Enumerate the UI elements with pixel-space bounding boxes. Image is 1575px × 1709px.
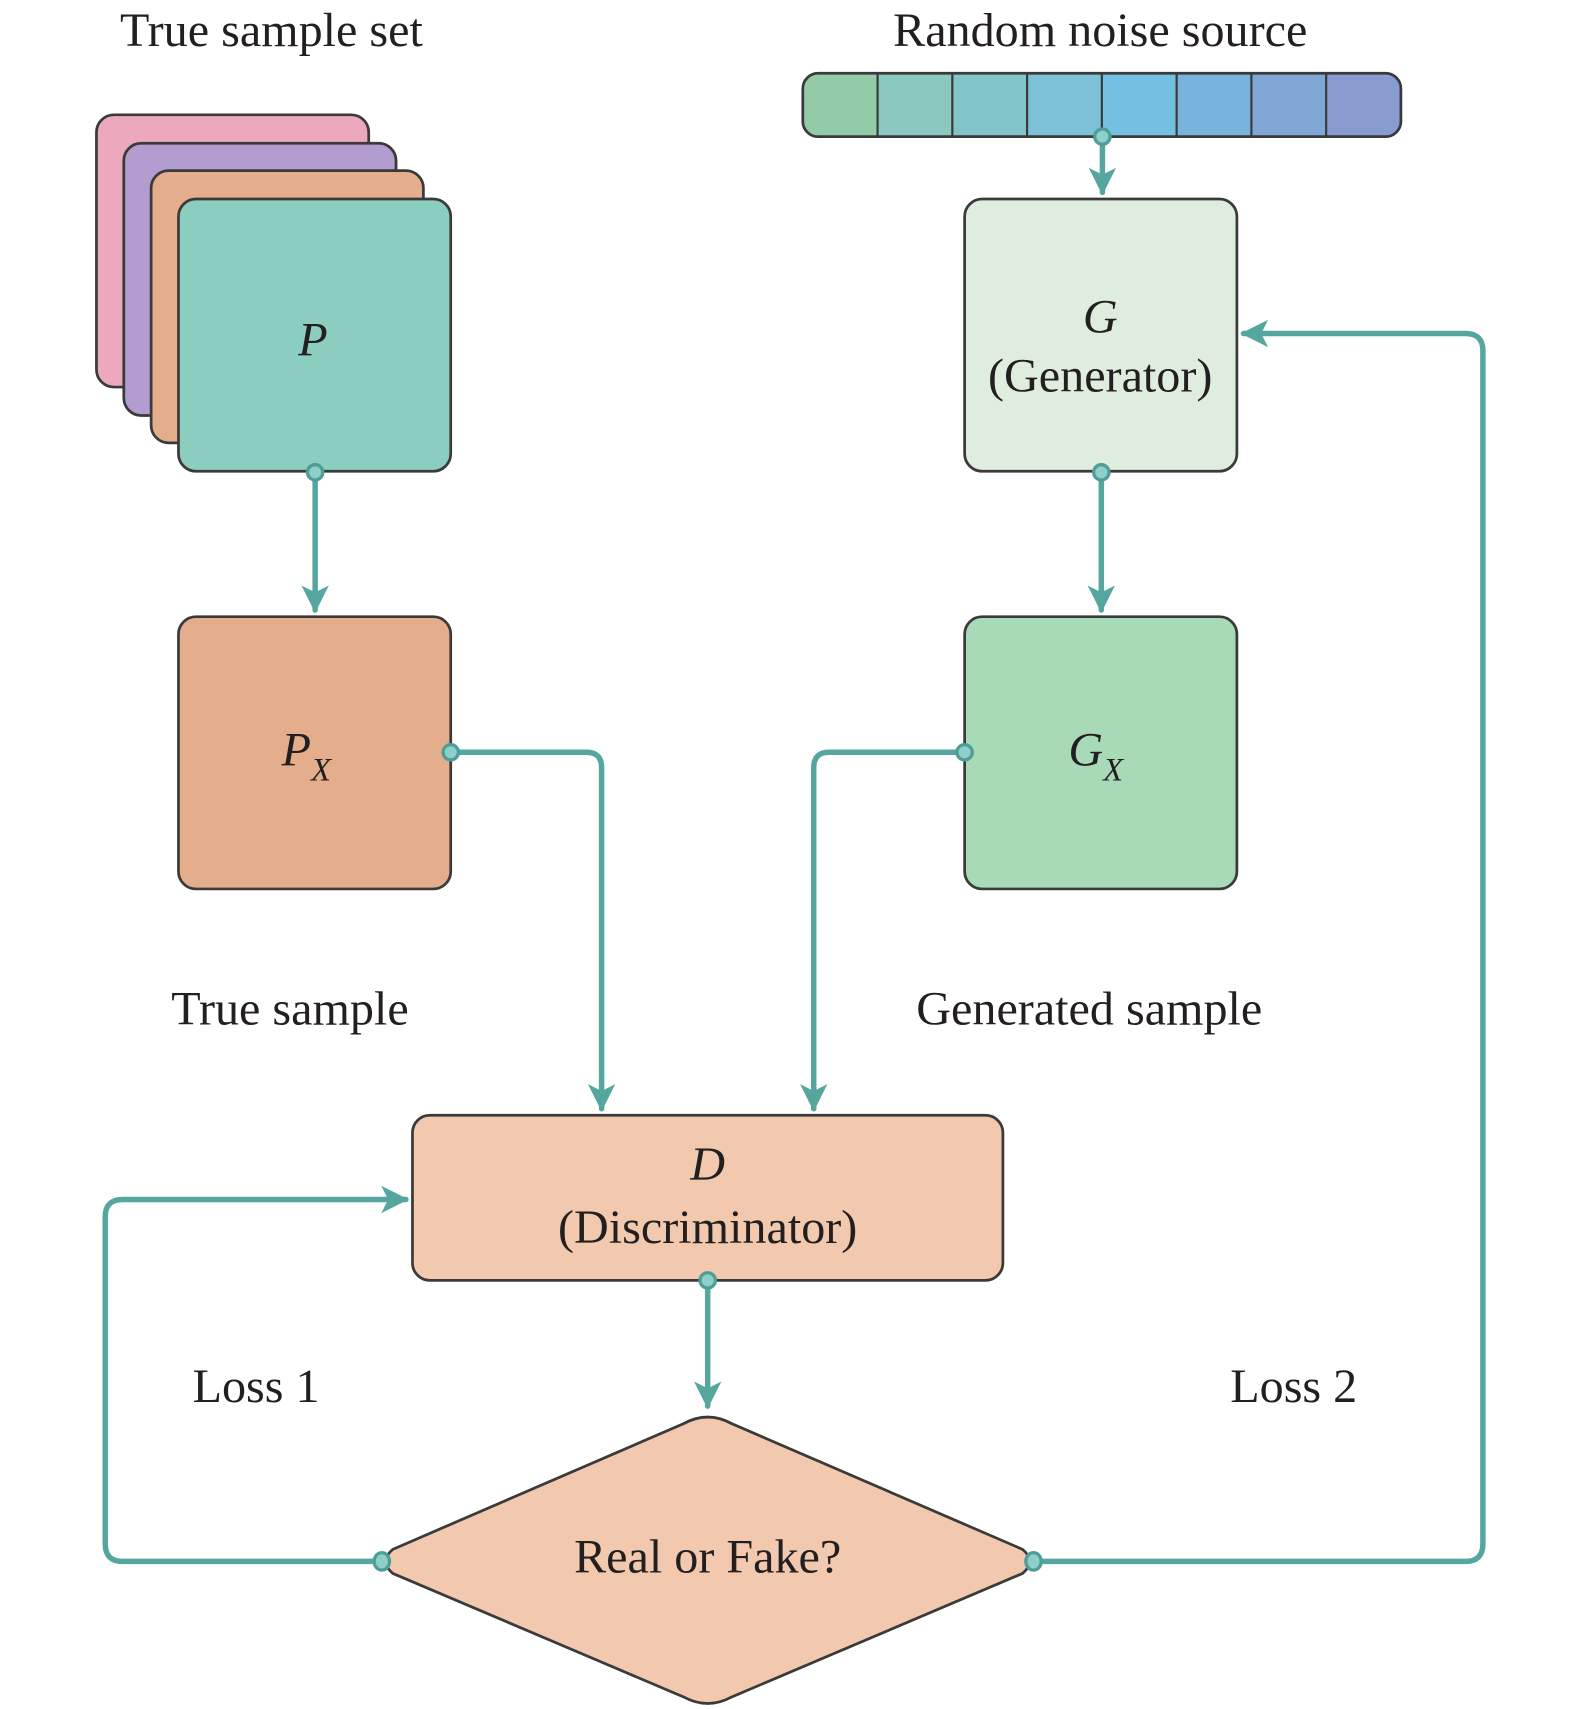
p-symbol: P <box>297 313 327 366</box>
decision-diamond: Real or Fake? <box>384 1415 1032 1705</box>
noise-cell <box>802 73 879 137</box>
noise-cell <box>1101 73 1178 137</box>
g-out-port <box>1092 463 1111 482</box>
decision-text: Real or Fake? <box>574 1530 841 1583</box>
gx-to-d-arrow <box>800 749 968 1112</box>
connectors <box>102 133 1486 1565</box>
noise-cell <box>952 73 1028 137</box>
g-symbol: G <box>1083 290 1118 343</box>
noise-cell <box>1251 73 1327 137</box>
p-out-port <box>305 463 325 482</box>
px-label: PX <box>281 723 333 788</box>
noise-cell <box>1027 73 1103 137</box>
discriminator-name: (Discriminator) <box>558 1201 857 1254</box>
decision-left-port <box>372 1551 392 1572</box>
px-out-port <box>441 742 461 762</box>
noise-cell <box>1326 73 1401 137</box>
gx-out-port <box>955 742 974 762</box>
decision-right-port <box>1024 1551 1043 1572</box>
gx-box: GX <box>963 615 1239 891</box>
noise-cell <box>877 73 953 137</box>
noise-out-port <box>1093 127 1112 146</box>
random-noise-source-label: Random noise source <box>893 4 1307 57</box>
generated-sample-label: Generated sample <box>916 983 1262 1036</box>
noise-cell <box>1176 73 1252 137</box>
discriminator-box: D (Discriminator) <box>411 1113 1005 1282</box>
loss1-feedback-arrow <box>102 1185 409 1565</box>
true-sample-set-label: True sample set <box>120 4 424 57</box>
true-sample-label: True sample <box>171 983 408 1036</box>
generator-name: (Generator) <box>988 349 1212 402</box>
generator-box: G (Generator) <box>963 197 1239 473</box>
px-to-d-arrow <box>447 749 616 1112</box>
gx-label: GX <box>1068 723 1125 788</box>
true-sample-stack: P <box>95 113 453 473</box>
loss2-label: Loss 2 <box>1230 1360 1357 1413</box>
ports <box>305 127 1112 1572</box>
d-symbol: D <box>689 1138 725 1191</box>
loss2-feedback-arrow <box>1030 319 1486 1565</box>
d-out-port <box>698 1271 717 1290</box>
noise-vector <box>801 71 1403 139</box>
loss1-label: Loss 1 <box>193 1360 320 1413</box>
px-box: PX <box>177 615 453 891</box>
